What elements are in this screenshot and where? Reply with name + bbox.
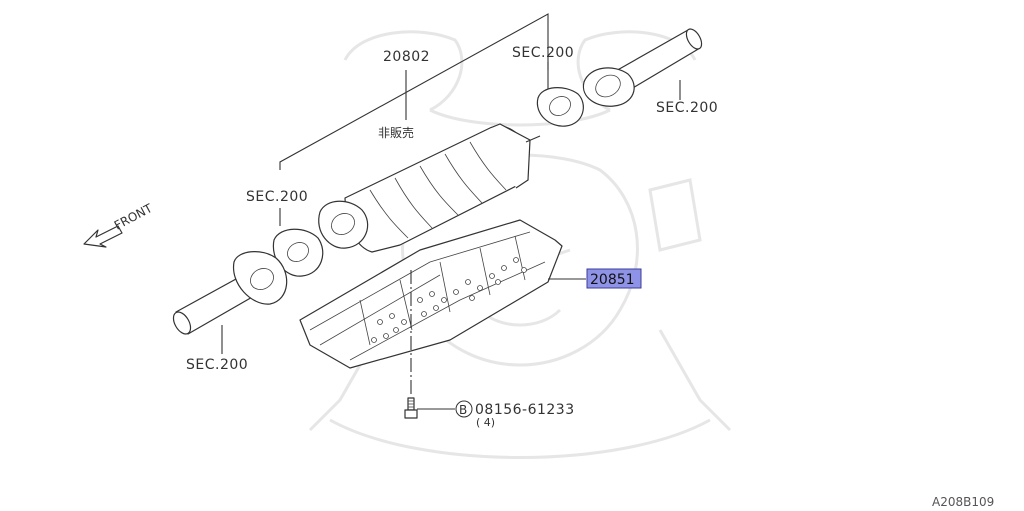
front-exhaust-pipe: [172, 251, 288, 335]
heat-shield-part-number[interactable]: 20851: [586, 268, 642, 289]
front-label: FRONT: [112, 201, 155, 233]
section-ref-top-right[interactable]: SEC.200: [656, 100, 718, 116]
section-ref-top-center[interactable]: SEC.200: [512, 45, 574, 61]
bolt-marker: B: [459, 403, 467, 417]
rear-exhaust-pipe: [582, 28, 703, 107]
assembly-bracket: [279, 13, 549, 170]
heat-shield-holes: [371, 257, 527, 343]
catalytic-converter: [318, 123, 541, 253]
assembly-part-number[interactable]: 20802: [383, 49, 430, 65]
rear-gasket: [536, 87, 584, 127]
front-gasket: [272, 228, 324, 277]
section-ref-left[interactable]: SEC.200: [246, 189, 308, 205]
front-arrow-icon: [83, 225, 123, 248]
bolt-part-number: 08156-61233: [475, 402, 575, 418]
diagram-code: A208B109: [932, 495, 994, 509]
heat-shield: [299, 219, 563, 369]
bolt-quantity: ( 4): [476, 416, 495, 429]
bolt-callout[interactable]: B 08156-61233 ( 4): [455, 400, 575, 429]
bolt-icon: [404, 397, 418, 419]
section-ref-bottom[interactable]: SEC.200: [186, 357, 248, 373]
not-for-sale-label: 非販売: [378, 125, 414, 140]
svg-text:20851: 20851: [590, 272, 635, 288]
